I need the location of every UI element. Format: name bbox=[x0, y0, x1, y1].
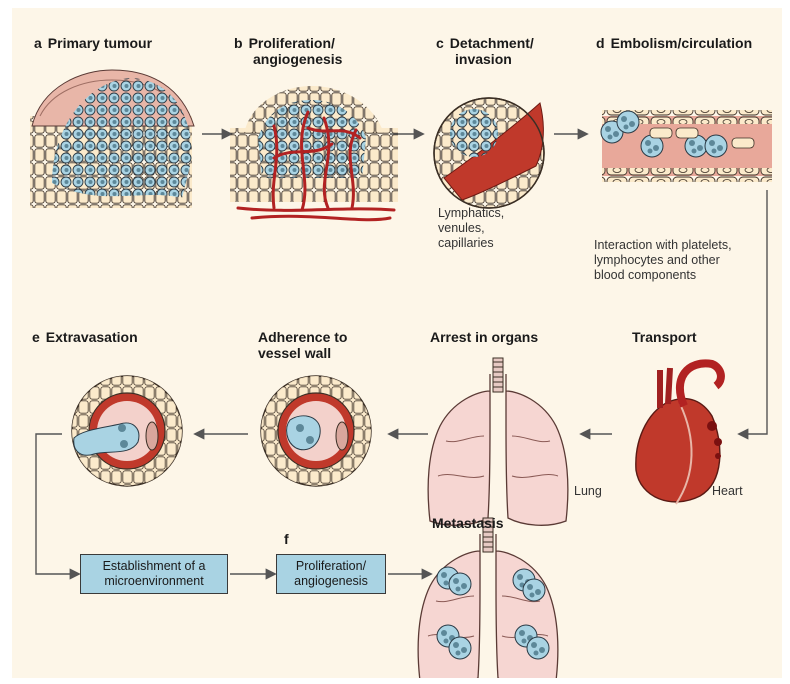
arrow-down-icon bbox=[36, 434, 78, 574]
step-a-title: a Primary tumour bbox=[34, 36, 152, 52]
step-b-title-line2: angiogenesis bbox=[253, 51, 342, 67]
metastasis-lung-illustration bbox=[418, 518, 558, 678]
step-b-title: b Proliferation/ angiogenesis bbox=[234, 36, 342, 67]
step-d-title-text: Embolism/circulation bbox=[611, 35, 753, 51]
step-b-title-line1: Proliferation/ bbox=[249, 35, 335, 51]
step-f-letter: f bbox=[284, 532, 289, 548]
lung-label: Lung bbox=[574, 484, 602, 499]
primary-tumour-illustration bbox=[30, 70, 194, 208]
step-d-note-line3: blood components bbox=[594, 268, 696, 282]
transport-title-text: Transport bbox=[632, 329, 697, 345]
extravasation-illustration bbox=[72, 376, 182, 486]
step-c-letter: c bbox=[436, 35, 444, 51]
step-c-note-line2: venules, bbox=[438, 221, 485, 235]
step-a-letter: a bbox=[34, 35, 42, 51]
angiogenesis-illustration bbox=[230, 86, 398, 220]
step-c-title-line1: Detachment/ bbox=[450, 35, 534, 51]
microenvironment-box-line2: microenvironment bbox=[104, 574, 203, 588]
step-e-letter: e bbox=[32, 329, 40, 345]
step-c-title-line2: invasion bbox=[455, 51, 512, 67]
microenvironment-box: Establishment of a microenvironment bbox=[80, 554, 228, 594]
step-d-title: d Embolism/circulation bbox=[596, 36, 752, 52]
step-b-letter: b bbox=[234, 35, 243, 51]
step-d-note-line1: Interaction with platelets, bbox=[594, 238, 732, 252]
transport-title: Transport bbox=[632, 330, 697, 346]
step-d-letter: d bbox=[596, 35, 605, 51]
step-d-note: Interaction with platelets, lymphocytes … bbox=[594, 238, 732, 282]
embolism-illustration bbox=[601, 110, 772, 182]
proliferation-box-line2: angiogenesis bbox=[294, 574, 368, 588]
lung-illustration bbox=[428, 358, 568, 525]
adherence-title-line2: vessel wall bbox=[258, 345, 331, 361]
adherence-title-line1: Adherence to bbox=[258, 329, 347, 345]
arrest-title-text: Arrest in organs bbox=[430, 329, 538, 345]
step-e-title-text: Extravasation bbox=[46, 329, 138, 345]
step-e-title: e Extravasation bbox=[32, 330, 138, 346]
arrow-down-icon bbox=[740, 190, 767, 434]
step-a-title-text: Primary tumour bbox=[48, 35, 152, 51]
invasion-illustration bbox=[434, 98, 544, 208]
heart-label: Heart bbox=[712, 484, 743, 499]
step-c-title: c Detachment/ invasion bbox=[436, 36, 534, 67]
step-c-note: Lymphatics, venules, capillaries bbox=[438, 206, 504, 250]
step-c-note-line3: capillaries bbox=[438, 236, 494, 250]
step-d-note-line2: lymphocytes and other bbox=[594, 253, 720, 267]
arrest-title: Arrest in organs bbox=[430, 330, 538, 346]
proliferation-box-line1: Proliferation/ bbox=[296, 559, 366, 573]
adherence-title: Adherence to vessel wall bbox=[258, 330, 347, 361]
metastasis-title: Metastasis bbox=[432, 516, 504, 532]
proliferation-box: Proliferation/ angiogenesis bbox=[276, 554, 386, 594]
heart-illustration bbox=[636, 363, 722, 504]
step-c-note-line1: Lymphatics, bbox=[438, 206, 504, 220]
microenvironment-box-line1: Establishment of a bbox=[103, 559, 206, 573]
adherence-illustration bbox=[261, 376, 371, 486]
